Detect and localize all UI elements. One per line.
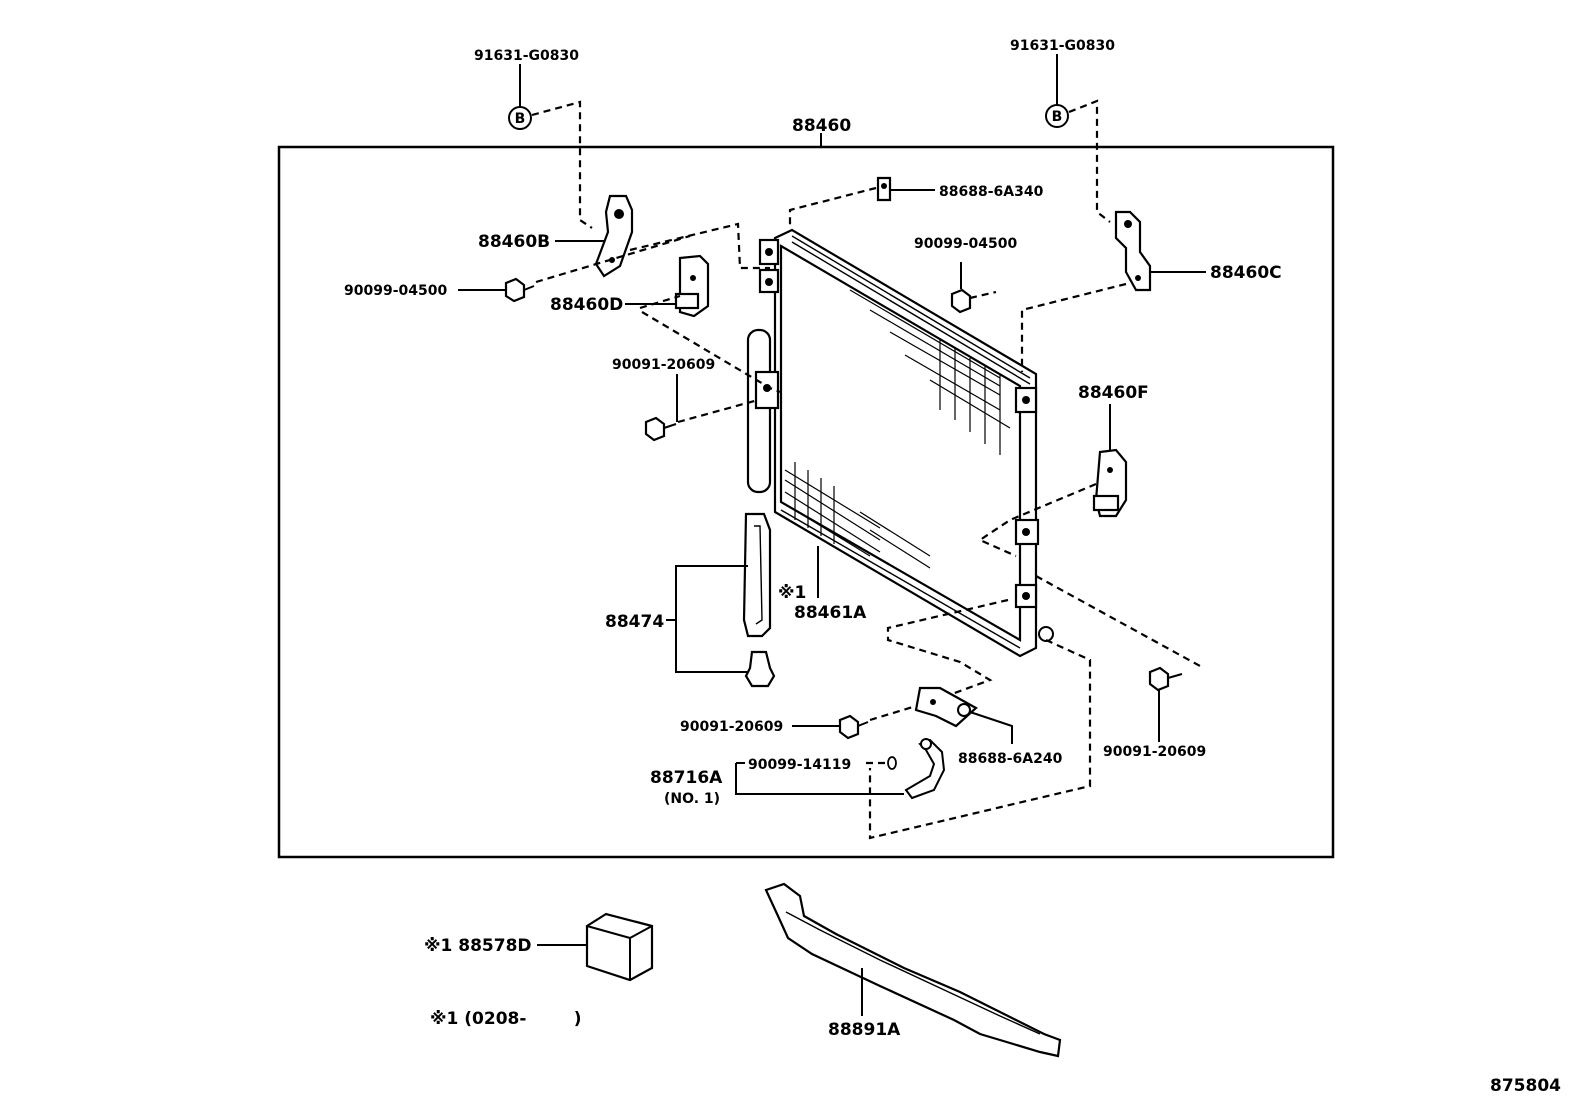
bracket-88688-6a240-icon — [914, 686, 978, 728]
bolt-90099-04500-left-icon — [504, 277, 535, 303]
label-90091-20609-b: 90091-20609 — [680, 719, 783, 735]
diagram-id: 875804 — [1490, 1076, 1561, 1096]
clip-88688-6a340-icon — [876, 176, 892, 202]
seal-88891a-icon — [764, 882, 1062, 1058]
label-88891a: 88891A — [828, 1020, 901, 1040]
bolt-b-right-icon: B — [1045, 104, 1069, 128]
label-90099-04500-right: 90099-04500 — [914, 236, 1017, 252]
label-90099-14119: 90099-14119 — [748, 757, 851, 773]
label-88460: 88460 — [792, 116, 851, 136]
label-88461a: 88461A — [794, 603, 867, 623]
bracket-88460b-icon — [594, 194, 634, 278]
condenser-bracket-right-icon — [1014, 386, 1054, 642]
bolt-90099-04500-right-icon — [950, 262, 972, 314]
bolt-90091-20609-a-icon — [644, 416, 677, 442]
label-88716a-sub: (NO. 1) — [664, 791, 720, 807]
label-88578d: ※1 88578D — [424, 936, 532, 956]
svg-text:B: B — [515, 111, 526, 127]
note-range: ※1 (0208- ) — [430, 1009, 582, 1029]
assembly-frame — [277, 145, 1335, 859]
damper-88474-icon — [742, 512, 772, 638]
label-91631-g0830-left: 91631-G0830 — [474, 48, 579, 64]
bolt-90091-20609-b-icon — [838, 714, 869, 740]
clip-88474-icon — [744, 650, 776, 688]
condenser-bracket-left-icon — [758, 238, 780, 294]
bracket-88460f-icon — [1092, 448, 1128, 518]
label-88460b: 88460B — [478, 232, 550, 252]
label-88460d: 88460D — [550, 295, 623, 315]
label-88688-6a240: 88688-6A240 — [958, 751, 1063, 767]
label-90091-20609-a: 90091-20609 — [612, 357, 715, 373]
bracket-88460c-icon — [1114, 210, 1152, 292]
label-90099-04500-left: 90099-04500 — [344, 283, 447, 299]
label-88460f: 88460F — [1078, 383, 1149, 403]
label-91631-g0830-right: 91631-G0830 — [1010, 38, 1115, 54]
label-88716a: 88716A — [650, 768, 723, 788]
bracket-88460d-icon — [674, 254, 710, 318]
block-88578d-icon — [585, 912, 654, 982]
label-90091-20609-c: 90091-20609 — [1103, 744, 1206, 760]
note-mark-condenser: ※1 — [778, 583, 806, 603]
oring-90099-14119-icon — [887, 756, 897, 770]
condenser-core-icon — [773, 228, 1038, 658]
receiver-tank-icon — [746, 328, 780, 494]
svg-text:B: B — [1052, 109, 1063, 125]
bolt-90091-20609-c-icon — [1148, 666, 1183, 692]
label-88460c: 88460C — [1210, 263, 1282, 283]
label-88474: 88474 — [605, 612, 664, 632]
label-88688-6a340: 88688-6A340 — [939, 184, 1044, 200]
pipe-88716a-icon — [904, 738, 946, 800]
bolt-b-left-icon: B — [508, 106, 532, 130]
